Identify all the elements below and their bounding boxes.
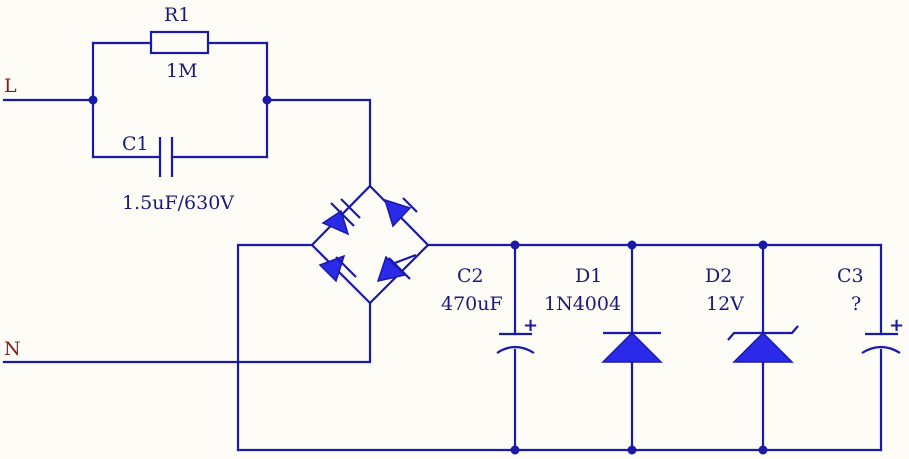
bridge-rectifier xyxy=(310,184,430,305)
d1-value: 1N4004 xyxy=(544,293,621,315)
c2-designator: C2 xyxy=(457,265,484,287)
wire-rc-to-bridge xyxy=(265,98,372,188)
junction-dot xyxy=(510,445,520,455)
c2-value: 470uF xyxy=(441,293,503,315)
junction-dot xyxy=(627,445,637,455)
r1-value: 1M xyxy=(166,60,198,82)
c3-designator: C3 xyxy=(837,265,864,287)
c1-value: 1.5uF/630V xyxy=(122,192,234,214)
junction-dot xyxy=(758,240,768,250)
port-label-line: L xyxy=(4,75,17,97)
port-label-neutral: N xyxy=(4,338,21,360)
d1-designator: D1 xyxy=(575,265,602,287)
junction-dot xyxy=(510,240,520,250)
capacitor-c3 xyxy=(861,332,901,354)
wire-negative-link xyxy=(236,243,314,452)
c3-value: ? xyxy=(851,293,861,315)
capacitor-c2 xyxy=(496,332,535,354)
c3-polarity-mark: + xyxy=(889,315,904,336)
wire-neutral-input xyxy=(2,301,372,364)
junction-dot xyxy=(758,445,768,455)
d2-value: 12V xyxy=(706,293,744,315)
c1-designator: C1 xyxy=(122,133,149,155)
c2-polarity-mark: + xyxy=(523,315,538,336)
junction-dot xyxy=(262,95,272,105)
zener-diode-d2 xyxy=(727,325,799,363)
d2-designator: D2 xyxy=(705,265,732,287)
junction-dot xyxy=(627,240,637,250)
junction-dot xyxy=(88,95,98,105)
resistor-r1 xyxy=(149,30,210,55)
diode-d1 xyxy=(601,331,663,363)
capacitor-c1 xyxy=(158,137,174,177)
r1-designator: R1 xyxy=(164,4,190,26)
